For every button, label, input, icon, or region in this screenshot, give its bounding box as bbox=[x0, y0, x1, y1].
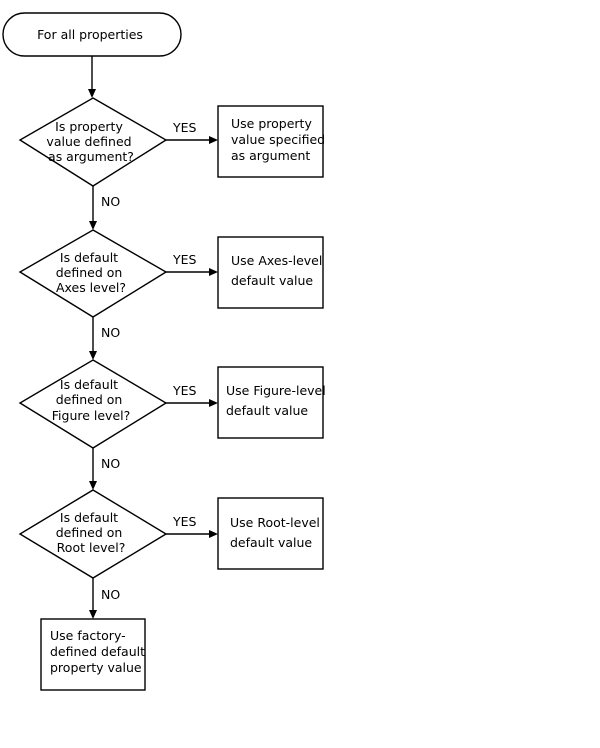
outcome-1-text: Use property value specified as argument bbox=[231, 116, 329, 163]
no-label-2: NO bbox=[101, 325, 120, 340]
no-label-4: NO bbox=[101, 587, 120, 602]
decision-1-text: Is property value defined as argument? bbox=[46, 119, 135, 164]
outcome-4-box bbox=[217, 497, 324, 570]
yes-label-4: YES bbox=[172, 514, 197, 529]
start-label: For all properties bbox=[37, 27, 143, 42]
arrowhead bbox=[209, 268, 218, 276]
outcome-3-text: Use Figure-level default value bbox=[226, 383, 330, 418]
yes-label-1: YES bbox=[172, 120, 197, 135]
outcome-2-box bbox=[217, 236, 324, 309]
outcome-3-box bbox=[217, 366, 324, 439]
arrowhead bbox=[209, 136, 218, 144]
arrowhead bbox=[89, 610, 97, 619]
fallback-text: Use factory- defined default property va… bbox=[50, 628, 149, 675]
decision-2-text: Is default defined on Axes level? bbox=[56, 250, 127, 295]
arrowhead bbox=[209, 530, 218, 538]
no-label-3: NO bbox=[101, 456, 120, 471]
no-label-1: NO bbox=[101, 194, 120, 209]
yes-label-3: YES bbox=[172, 383, 197, 398]
yes-label-2: YES bbox=[172, 252, 197, 267]
decision-4-text: Is default defined on Root level? bbox=[56, 510, 127, 555]
arrowhead bbox=[89, 221, 97, 230]
decision-3-text: Is default defined on Figure level? bbox=[52, 377, 131, 423]
outcome-2-text: Use Axes-level default value bbox=[231, 253, 326, 288]
outcome-4-text: Use Root-level default value bbox=[230, 515, 324, 550]
arrowhead bbox=[88, 89, 96, 98]
arrowhead bbox=[89, 481, 97, 490]
outcome-1-box bbox=[217, 105, 324, 178]
arrowhead bbox=[89, 351, 97, 360]
arrowhead bbox=[209, 399, 218, 407]
fallback-box bbox=[40, 618, 146, 691]
